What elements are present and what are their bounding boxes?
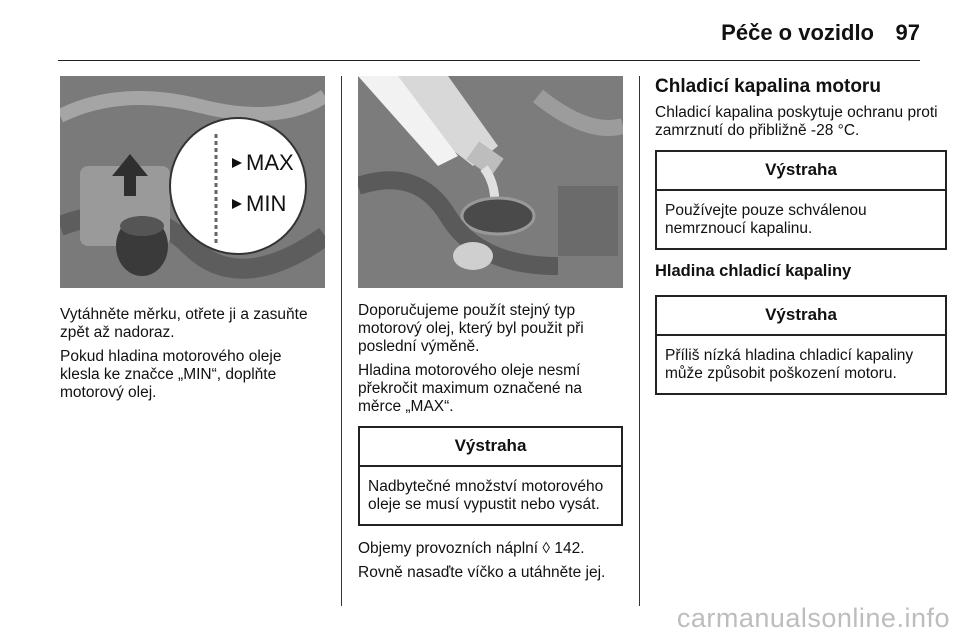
- column-oil-fill: Doporučujeme použít stejný typ motorový …: [358, 76, 623, 588]
- header-divider: [58, 60, 920, 61]
- oil-pouring-photo: [358, 76, 623, 288]
- dipstick-instruction: Vytáhněte měrku, otřete ji a zasuňte zpě…: [60, 306, 308, 341]
- column-divider-1: [341, 76, 342, 606]
- warning-title: Výstraha: [657, 297, 945, 336]
- oil-type-recommendation: Doporučujeme použít stejný typ motorový …: [358, 302, 584, 355]
- warning-text: Nadbytečné množství motorového oleje se …: [368, 478, 604, 513]
- page-title: Péče o vozidlo: [721, 20, 874, 45]
- warning-title: Výstraha: [657, 152, 945, 191]
- max-label: MAX: [246, 150, 294, 175]
- page-number: 97: [895, 20, 920, 45]
- capacity-reference: Objemy provozních náplní ◊ 142.: [358, 540, 585, 557]
- dipstick-photo: MAX MIN: [60, 76, 325, 288]
- min-label: MIN: [246, 191, 286, 216]
- watermark: carmanualsonline.info: [676, 603, 950, 633]
- oil-refill-instruction: Pokud hladina motorového oleje klesla ke…: [60, 348, 282, 401]
- column-divider-2: [639, 76, 640, 606]
- oil-max-level-note: Hladina motorového oleje nesmí překročit…: [358, 362, 582, 415]
- coolant-intro: Chladicí kapalina poskytuje ochranu prot…: [655, 104, 938, 139]
- warning-box-coolant-level: Výstraha Příliš nízká hladina chladicí k…: [655, 295, 947, 395]
- column-coolant: Chladicí kapalina motoru Chladicí kapali…: [655, 76, 947, 395]
- section-title-coolant: Chladicí kapalina motoru: [655, 76, 881, 97]
- warning-text: Příliš nízká hladina chladicí kapaliny m…: [665, 347, 914, 382]
- warning-text: Používejte pouze schválenou nemrznoucí k…: [665, 202, 867, 237]
- warning-box-oil: Výstraha Nadbytečné množství motorového …: [358, 426, 623, 526]
- warning-title: Výstraha: [360, 428, 621, 467]
- warning-box-antifreeze: Výstraha Používejte pouze schválenou nem…: [655, 150, 947, 250]
- cap-instruction: Rovně nasaďte víčko a utáhněte jej.: [358, 564, 606, 581]
- subsection-title-coolant-level: Hladina chladicí kapaliny: [655, 262, 852, 280]
- column-dipstick: MAX MIN Vytáhněte měrku, otřete ji a zas…: [60, 76, 325, 408]
